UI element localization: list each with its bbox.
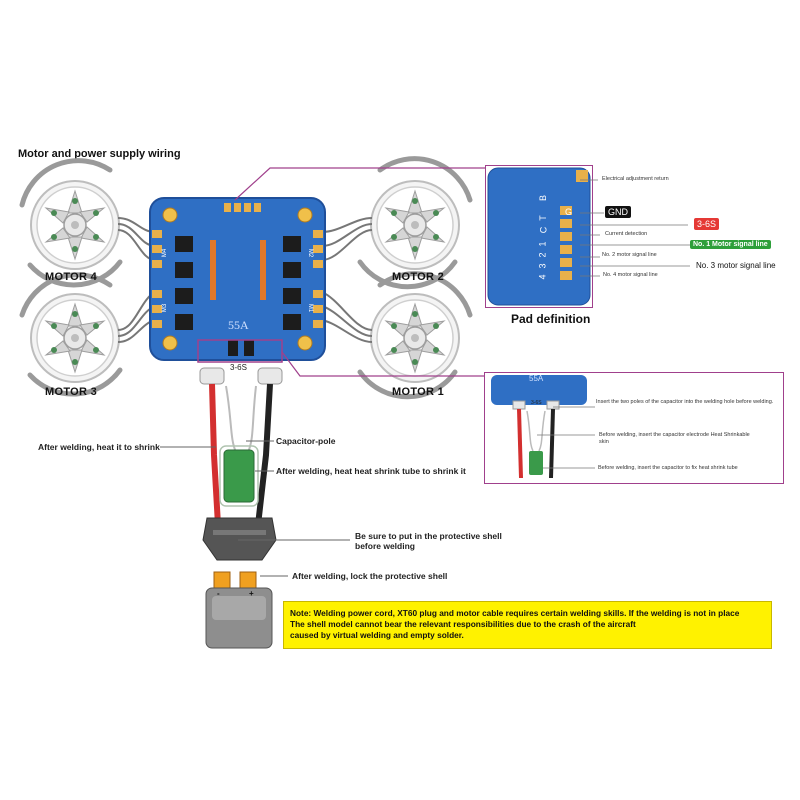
pad-letter-t: T	[537, 215, 548, 221]
current-detection-label: Current detection	[605, 231, 648, 237]
pad-letter-3: 3	[537, 263, 548, 269]
board-voltage-label: 3-6S	[230, 363, 247, 372]
inset-board-current: 55A	[529, 374, 544, 383]
note-line-1: Note: Welding power cord, XT60 plug and …	[290, 608, 740, 618]
capacitor-step-1: Insert the two poles of the capacitor in…	[596, 399, 774, 405]
pad-letter-c: C	[538, 226, 549, 234]
callout-capacitor-pole: Capacitor-pole	[276, 436, 336, 446]
pad-label-m4: M4	[162, 248, 169, 258]
voltage-tag: 3-6S	[694, 218, 720, 230]
pad-definition-title: Pad definition	[511, 312, 591, 326]
pad-letter-g: G	[565, 207, 573, 217]
callout-heat-shrink-tube: After welding, heat heat shrink tube to …	[276, 466, 466, 476]
pad-letter-2: 2	[537, 252, 548, 258]
pad-definition-inset	[485, 165, 593, 308]
diagram-title: Motor and power supply wiring	[18, 148, 181, 160]
capacitor-inset-drawing	[491, 375, 595, 479]
inset-board-voltage: 3-6S	[531, 400, 542, 406]
plug-plus-label: +	[249, 589, 254, 598]
motor-2-label: MOTOR 2	[392, 271, 445, 283]
motor-1-signal-tag: No. 1 Motor signal line	[690, 240, 771, 249]
capacitor-step-2: Before welding, insert the capacitor ele…	[599, 432, 750, 445]
motor-1-graphic	[370, 293, 460, 383]
note-line-2: The shell model cannot bear the relevant…	[290, 619, 636, 629]
pad-label-m2: M2	[307, 248, 314, 258]
motor-2-signal-label: No. 2 motor signal line	[602, 252, 657, 258]
callout-protective-shell-2: before welding	[355, 541, 415, 551]
note-line-3: caused by virtual welding and empty sold…	[290, 630, 464, 640]
callout-lock-shell: After welding, lock the protective shell	[292, 571, 448, 581]
motor-2-graphic	[370, 180, 460, 270]
pad-letter-4: 4	[537, 274, 548, 280]
motor-3-label: MOTOR 3	[45, 386, 98, 398]
callout-heat-shrink: After welding, heat it to shrink	[38, 442, 160, 452]
gnd-tag: GND	[605, 206, 631, 218]
pad-letter-1: 1	[537, 241, 548, 247]
electrical-return-label: Electrical adjustment return	[602, 176, 669, 182]
motor-1-label: MOTOR 1	[392, 386, 445, 398]
capacitor-inset	[484, 372, 784, 484]
motor-3-signal-label: No. 3 motor signal line	[693, 260, 779, 271]
pad-definition-board	[487, 167, 591, 306]
pad-label-m1: M1	[307, 303, 314, 313]
motor-4-graphic	[30, 180, 120, 270]
callout-protective-shell-1: Be sure to put in the protective shell	[355, 531, 502, 541]
motor-4-signal-label: No. 4 motor signal line	[603, 272, 658, 278]
pad-letter-b: B	[538, 194, 549, 202]
pad-label-m3: M3	[162, 303, 169, 313]
capacitor-step-3: Before welding, insert the capacitor to …	[598, 465, 738, 471]
motor-3-graphic	[30, 293, 120, 383]
motor-4-label: MOTOR 4	[45, 271, 98, 283]
plug-minus-label: -	[217, 589, 220, 598]
pad-leader-lines	[580, 179, 690, 277]
board-current-label: 55A	[228, 318, 249, 332]
warning-note: Note: Welding power cord, XT60 plug and …	[283, 601, 772, 649]
